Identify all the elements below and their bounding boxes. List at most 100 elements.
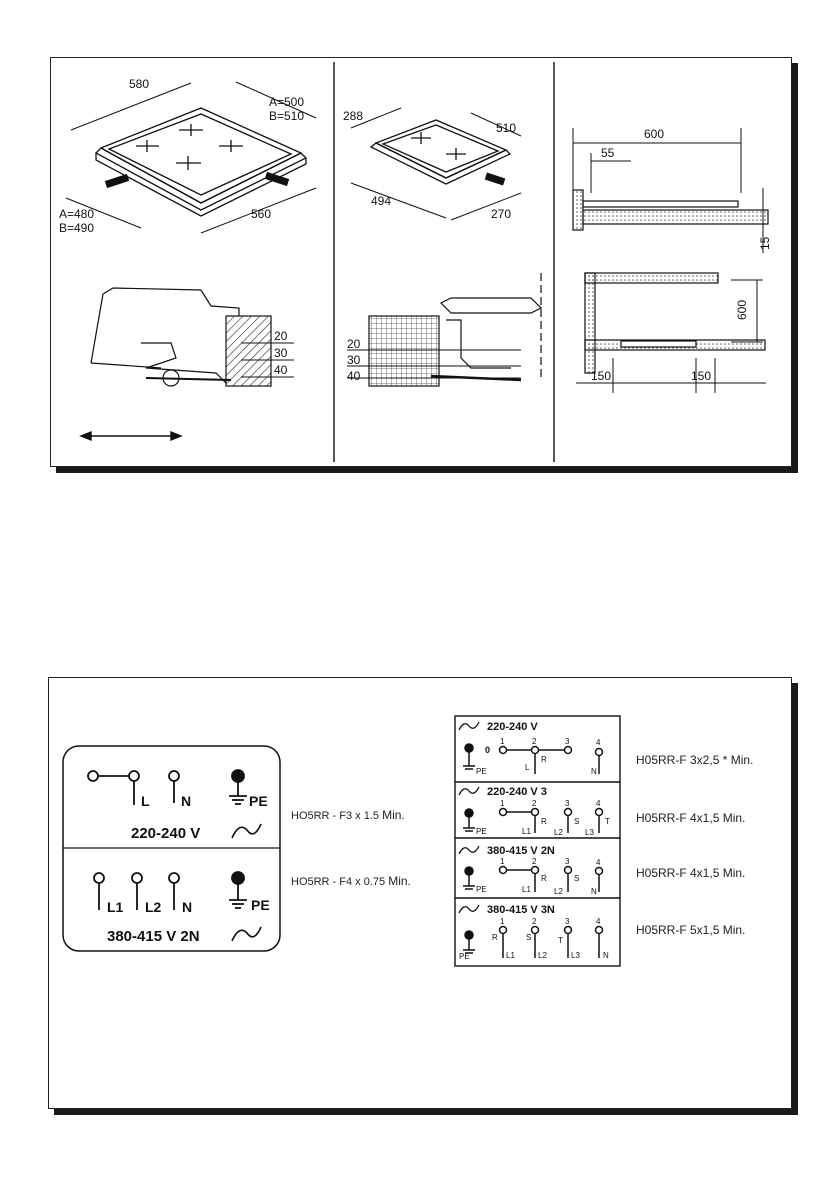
small-section-depth-lines (347, 349, 521, 379)
cable-spec-suffix: Min. (388, 874, 411, 888)
cable-row4: H05RR-F 5x1,5 Min. (636, 923, 746, 937)
terminal-pe: PE (249, 793, 268, 809)
small-depth-20: 20 (347, 337, 361, 351)
cable-spec-text: HO5RR - F4 x 0.75 (291, 876, 386, 888)
row4-pe: PE (459, 952, 470, 961)
row3-num3: 3 (565, 857, 570, 866)
row4-num3: 3 (565, 917, 570, 926)
row4-voltage: 380-415 V 3N (487, 904, 555, 916)
row1-num2: 2 (532, 737, 537, 746)
clearance-drawing-top (572, 128, 769, 253)
row1-pe: PE (476, 767, 487, 776)
small-hob-drawing (350, 107, 522, 221)
dim-a480: A=480 (59, 207, 94, 221)
cable-spec-single-phase: HO5RR - F3 x 1.5 Min. (291, 808, 405, 822)
dim-510: 510 (496, 121, 516, 135)
ac-wave-icon (458, 721, 480, 731)
large-hob-drawing (65, 81, 317, 234)
row4-t: T (558, 936, 563, 945)
row4-num1: 1 (500, 917, 505, 926)
row4-n: N (603, 951, 609, 960)
dim-a500: A=500 (269, 95, 304, 109)
depth-20: 20 (274, 329, 288, 343)
row1-num1: 1 (500, 737, 505, 746)
row1-num4: 4 (596, 738, 601, 747)
dim-55: 55 (601, 146, 615, 160)
row3-l1: L1 (522, 885, 531, 894)
terminal-n-lower: N (182, 899, 192, 915)
voltage-220-240: 220-240 V (131, 825, 200, 842)
small-depth-40: 40 (347, 369, 361, 383)
row3-n: N (591, 887, 597, 896)
dim-top-600: 600 (644, 127, 664, 141)
dim-right-150: 150 (691, 369, 711, 383)
row3-pe: PE (476, 885, 487, 894)
dim-288: 288 (343, 109, 363, 123)
row2-terminals (463, 807, 604, 833)
ac-wave-icon (231, 823, 262, 839)
row3-l2: L2 (554, 887, 563, 896)
row1-terminals (463, 743, 604, 774)
row4-terminals (463, 925, 604, 958)
double-arrow-icon (79, 430, 183, 442)
row2-r: R (541, 817, 547, 826)
row2-voltage: 220-240 V 3 (487, 786, 547, 798)
installation-drawings: 580 A=500 B=510 A=480 B=490 560 288 510 … (59, 62, 772, 462)
terminal-l2: L2 (145, 899, 162, 915)
row3-voltage: 380-415 V 2N (487, 845, 555, 857)
row4-l3: L3 (571, 951, 580, 960)
installation-diagram-panel: 580 A=500 B=510 A=480 B=490 560 288 510 … (50, 57, 792, 467)
depth-30: 30 (274, 346, 288, 360)
row3-num1: 1 (500, 857, 505, 866)
row2-pe: PE (476, 827, 487, 836)
cable-spec-suffix: Min. (382, 808, 405, 822)
dim-b510: B=510 (269, 109, 304, 123)
row3-terminals (463, 865, 604, 892)
large-section-depth-lines (241, 342, 294, 378)
ac-wave-icon (231, 926, 262, 942)
lower-terminals (93, 871, 247, 910)
row1-r: R (541, 755, 547, 764)
row2-num3: 3 (565, 799, 570, 808)
terminal-n: N (181, 793, 191, 809)
row1-voltage: 220-240 V (487, 721, 538, 733)
row4-num2: 2 (532, 917, 537, 926)
cable-row3: H05RR-F 4x1,5 Min. (636, 866, 746, 880)
wiring-diagram-panel: L N PE 220-240 V L1 L2 N PE 380-415 V 2N (48, 677, 792, 1109)
dim-270: 270 (491, 207, 511, 221)
row2-num1: 1 (500, 799, 505, 808)
row1-zero: 0 (485, 745, 490, 755)
row2-t: T (605, 817, 610, 826)
row2-s: S (574, 817, 579, 826)
dim-560: 560 (251, 207, 271, 221)
row4-s: S (526, 933, 531, 942)
terminal-l1: L1 (107, 899, 124, 915)
voltage-380-415: 380-415 V 2N (107, 928, 200, 945)
depth-40: 40 (274, 363, 288, 377)
dim-494: 494 (371, 194, 391, 208)
terminal-pe-lower: PE (251, 897, 270, 913)
cable-spec-text: HO5RR - F3 x 1.5 (291, 810, 380, 822)
ac-wave-icon (458, 904, 480, 914)
right-terminal-boxes (454, 715, 621, 967)
dim-left-150: 150 (591, 369, 611, 383)
dim-height-600: 600 (735, 300, 749, 320)
large-hob-section (90, 287, 272, 387)
row4-l2: L2 (538, 951, 547, 960)
row2-l2: L2 (554, 828, 563, 837)
row4-num4: 4 (596, 917, 601, 926)
row2-l3: L3 (585, 828, 594, 837)
row4-l1: L1 (506, 951, 515, 960)
row3-s: S (574, 874, 579, 883)
ac-wave-icon (458, 786, 480, 796)
row3-num4: 4 (596, 858, 601, 867)
row1-l: L (525, 763, 530, 772)
clearance-drawing-bottom (576, 272, 766, 393)
row2-num2: 2 (532, 799, 537, 808)
small-hob-section (368, 273, 543, 387)
row4-r: R (492, 933, 498, 942)
terminal-l: L (141, 793, 150, 809)
row3-num2: 2 (532, 857, 537, 866)
cable-row2: H05RR-F 4x1,5 Min. (636, 811, 746, 825)
ac-wave-icon (458, 845, 480, 855)
